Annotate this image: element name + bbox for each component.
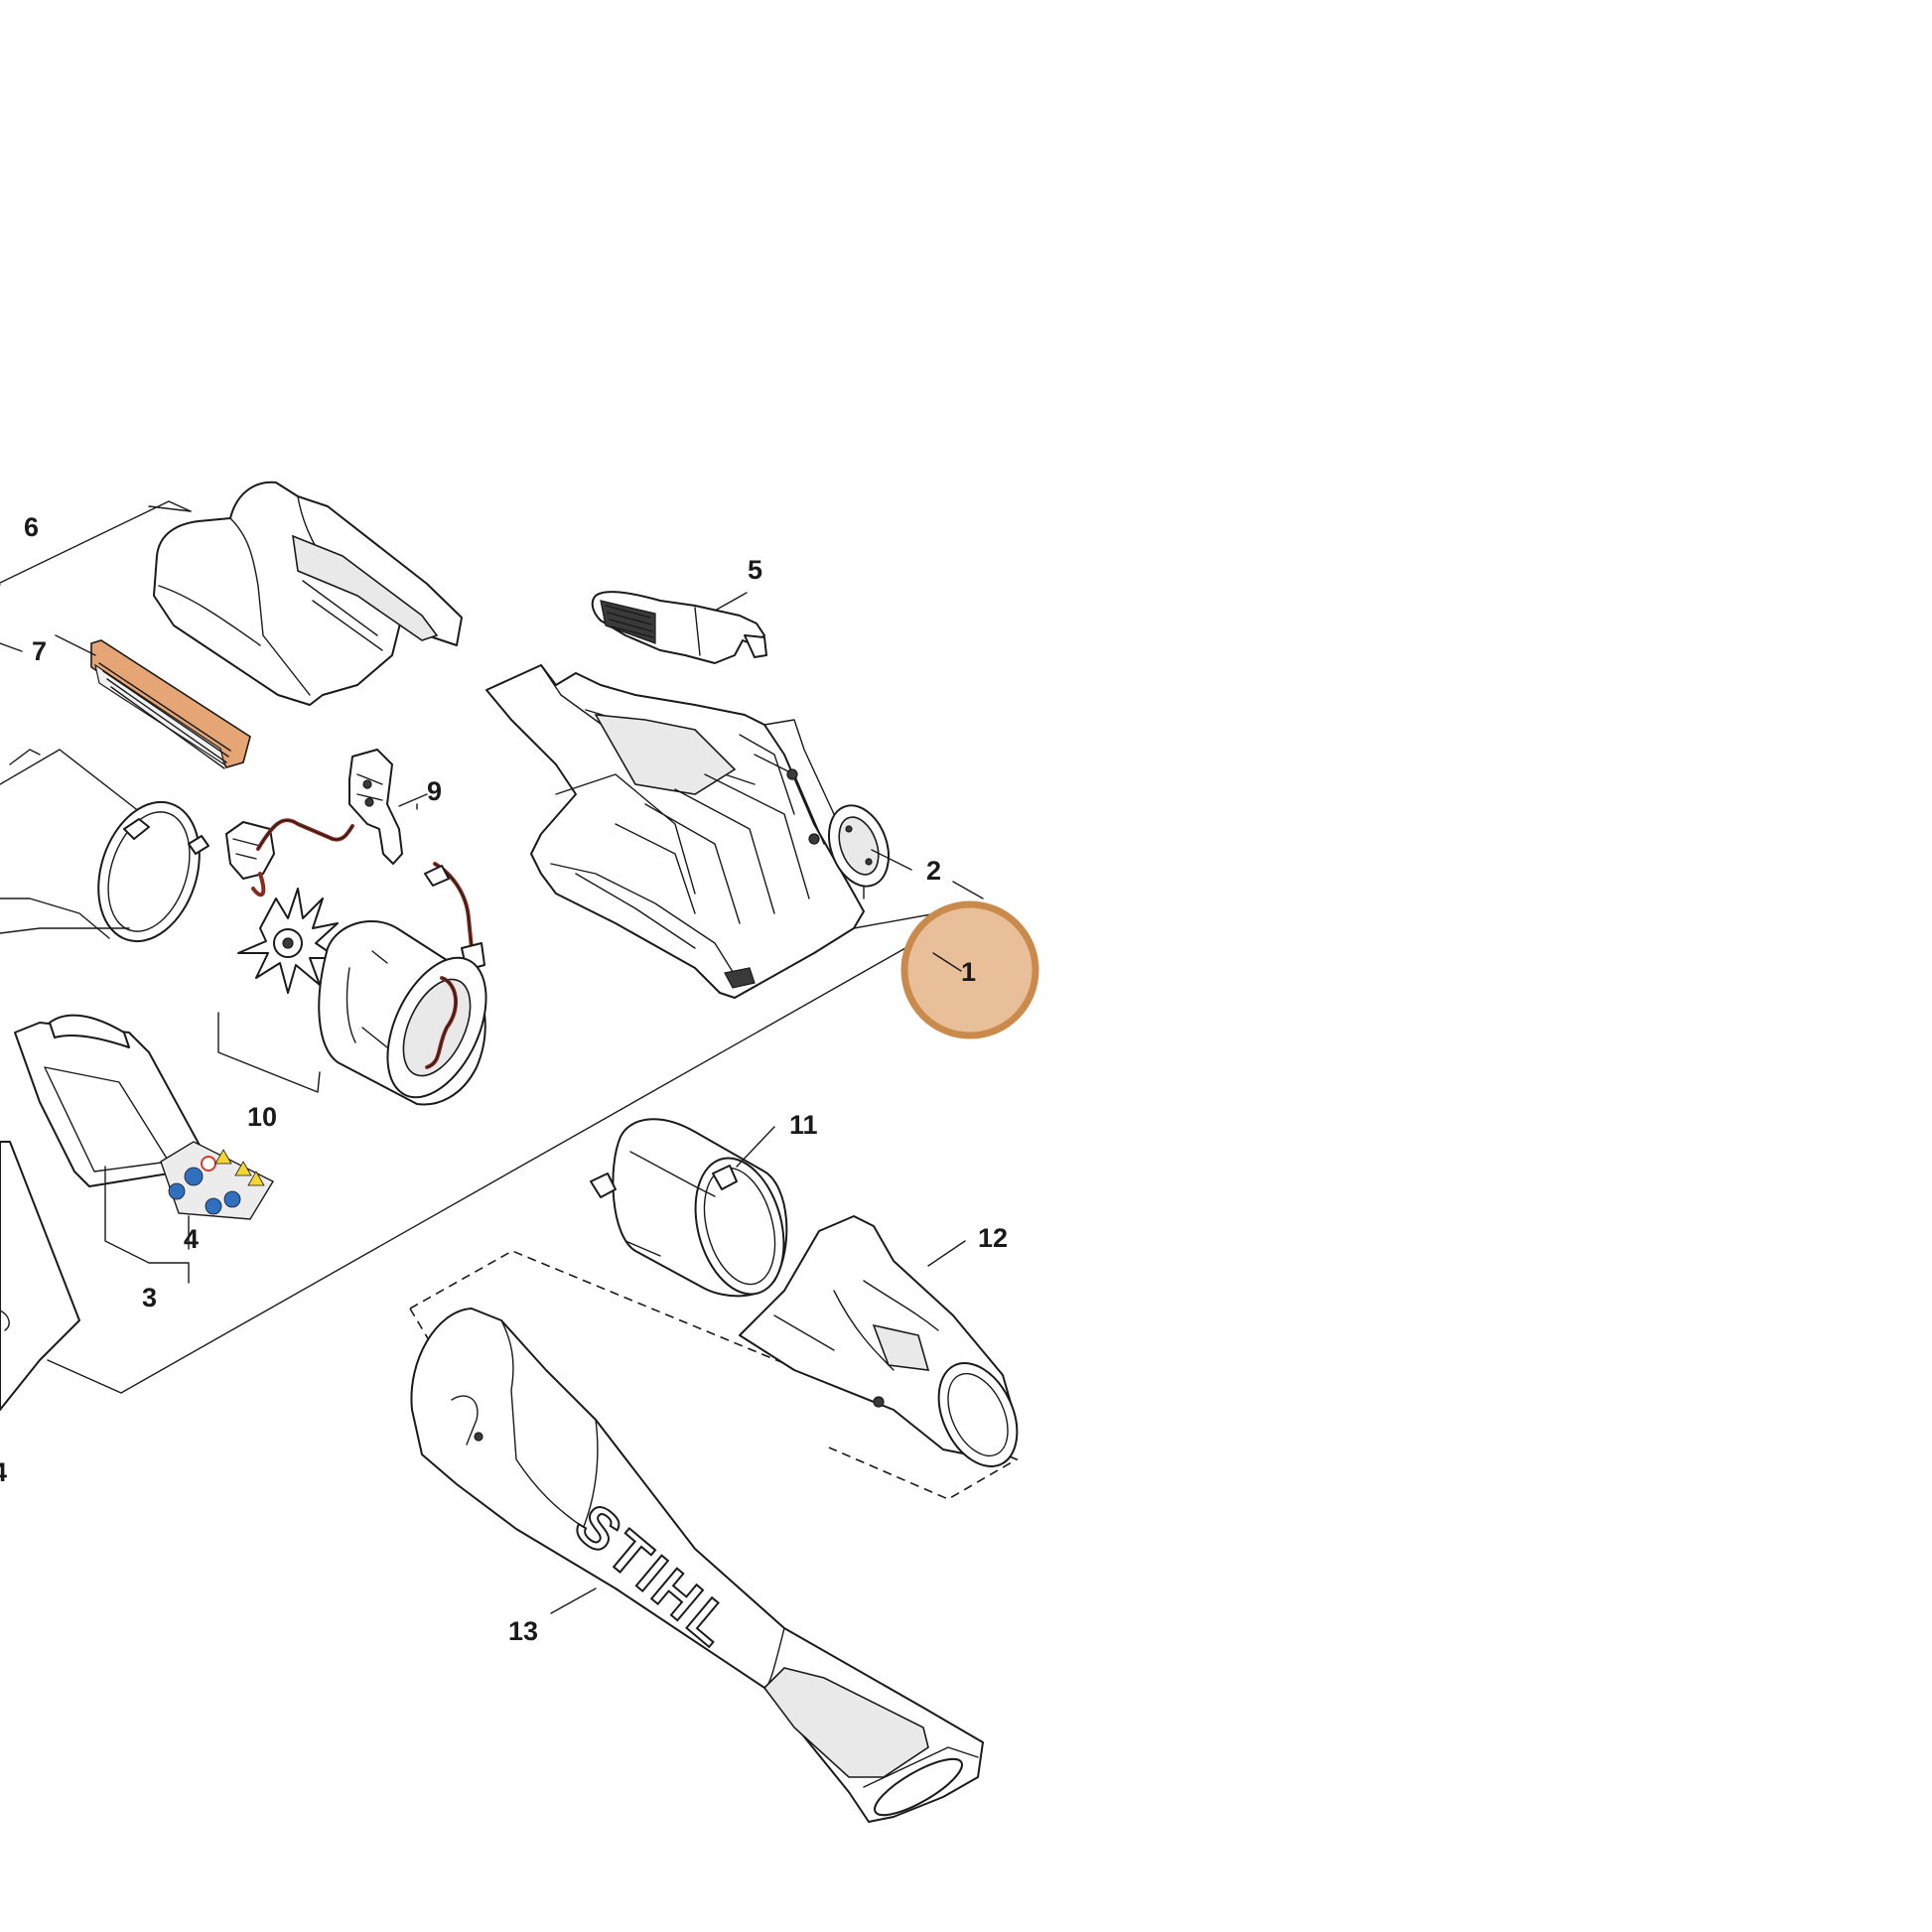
part-6-housing-shell	[153, 481, 463, 706]
callout-labels: 1 2 3 4 4 5 6 7 9 10 11 12 13	[0, 512, 1008, 1646]
callout-1[interactable]: 1	[961, 957, 976, 987]
callout-10[interactable]: 10	[247, 1102, 277, 1132]
callout-12[interactable]: 12	[978, 1223, 1008, 1253]
part-5-handle-grip	[591, 591, 767, 664]
callout-4-sticker[interactable]: 4	[184, 1224, 199, 1254]
left-partial-housing	[0, 1141, 80, 1411]
nozzle-group-outline	[409, 1250, 1019, 1500]
part-13-blower-tube: STIHL	[410, 1308, 984, 1823]
fan-impeller	[237, 888, 339, 994]
part-7-filter-strip	[90, 639, 251, 769]
callout-11[interactable]: 11	[789, 1110, 818, 1140]
callout-13[interactable]: 13	[508, 1616, 538, 1646]
callout-5[interactable]: 5	[748, 555, 762, 585]
part-1-highlight-marker[interactable]	[900, 900, 1039, 1039]
callout-6[interactable]: 6	[24, 512, 39, 542]
callout-2[interactable]: 2	[926, 856, 941, 886]
part-1-main-housing	[485, 664, 865, 999]
callout-9[interactable]: 9	[427, 776, 442, 806]
part-4-warning-sticker	[160, 1141, 274, 1220]
part-9-switch-harness	[225, 749, 485, 971]
part-10-motor-fan	[237, 888, 487, 1106]
part-2-ring	[828, 804, 890, 888]
intake-ring-assembly	[0, 749, 209, 943]
part-11-nozzle-adapter	[590, 1118, 788, 1298]
callout-7[interactable]: 7	[32, 636, 47, 666]
part-12-nozzle-cone	[739, 1215, 1019, 1467]
callout-3[interactable]: 3	[142, 1283, 157, 1312]
callout-4-edge[interactable]: 4	[0, 1457, 7, 1487]
